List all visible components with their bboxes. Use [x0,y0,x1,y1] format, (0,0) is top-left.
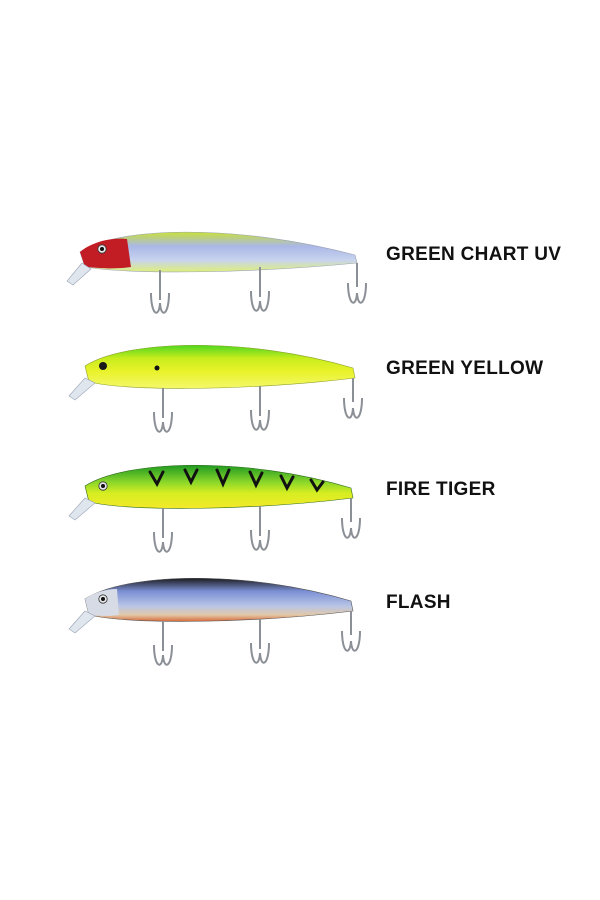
label-green-yellow: GREEN YELLOW [386,358,544,379]
lure-flash [68,577,361,666]
lure-green-chart-uv [66,231,367,314]
label-flash: FLASH [386,592,451,613]
lure-green-yellow [68,344,363,433]
label-green-chart-uv: GREEN CHART UV [386,244,562,265]
label-fire-tiger: FIRE TIGER [386,479,496,500]
lure-fire-tiger [68,464,361,553]
